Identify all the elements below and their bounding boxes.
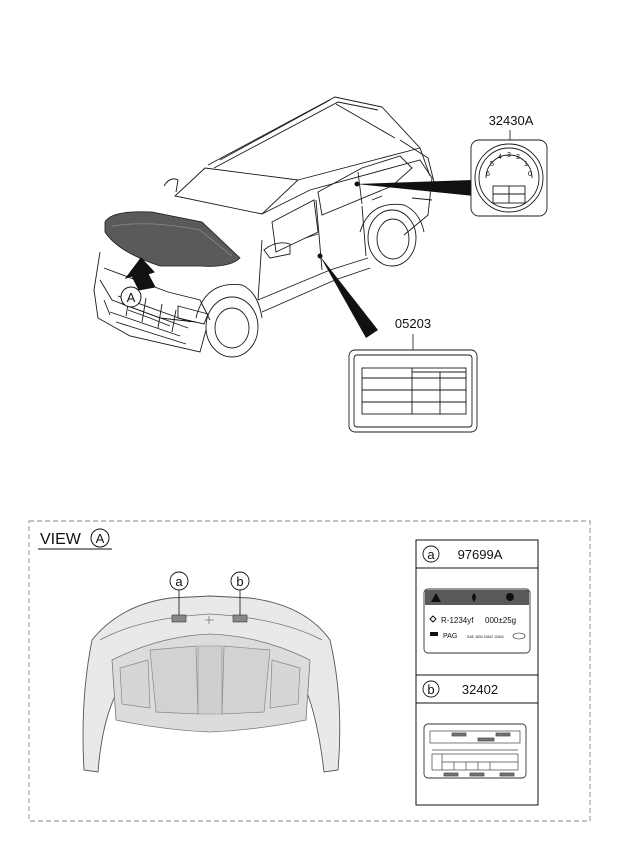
oil-can-icon: [430, 632, 438, 636]
odometer-pointer: [356, 180, 474, 196]
view-arrow-icon: [124, 257, 156, 291]
odometer-sticker: 6 5 4 3 2 1 0: [470, 139, 548, 217]
view-marker-a-text: A: [127, 290, 136, 305]
legend-a-oil: PAG: [443, 633, 457, 640]
hood-underside: [82, 595, 341, 773]
legend-a-amount: 000±25g: [485, 616, 516, 625]
emission-sticker: [423, 723, 527, 779]
flame-icon: [472, 593, 476, 602]
view-marker-a: A: [120, 286, 142, 308]
tick-0: 0: [528, 171, 532, 178]
legend-b-part: 32402: [462, 682, 498, 697]
legend-a-part: 97699A: [458, 547, 503, 562]
sticker-a-location: [171, 614, 187, 623]
view-a-frame: [28, 520, 591, 822]
person-icon: [506, 593, 514, 601]
hood-shaded: [104, 211, 241, 267]
tick-4: 4: [498, 154, 502, 161]
leader-b-text: b: [236, 574, 243, 589]
snowflake-icon: [429, 615, 437, 623]
legend-panel: a 97699A R-1234yf 000±25g PAG SAE J639 J…: [415, 539, 539, 806]
view-title: VIEW: [40, 531, 82, 548]
tick-1: 1: [524, 161, 528, 168]
view-title-marker: [90, 528, 110, 548]
tick-3: 3: [507, 152, 511, 159]
legend-b-key: b: [427, 682, 434, 697]
warning-triangle-icon: [431, 593, 441, 602]
door-label-pointer: [320, 256, 378, 338]
leader-a-text: a: [175, 574, 183, 589]
tick-5: 5: [490, 161, 494, 168]
legend-a-fine-print: SAE J639 J2842 J2843: [467, 635, 504, 639]
door-label-number: 05203: [395, 316, 431, 331]
sticker-b-location: [232, 614, 248, 623]
leader-b: b: [230, 571, 250, 615]
leader-a: a: [169, 571, 189, 615]
tick-2: 2: [516, 154, 520, 161]
tick-6: 6: [486, 171, 490, 178]
odometer-label-number: 32430A: [489, 113, 534, 128]
legend-a-key: a: [427, 547, 435, 562]
refrigerant-sticker: R-1234yf 000±25g PAG SAE J639 J2842 J284…: [423, 588, 531, 654]
tire-pressure-sticker: [348, 349, 478, 433]
view-title-marker-text: A: [96, 531, 105, 546]
legend-a-refrigerant: R-1234yf: [441, 616, 474, 625]
